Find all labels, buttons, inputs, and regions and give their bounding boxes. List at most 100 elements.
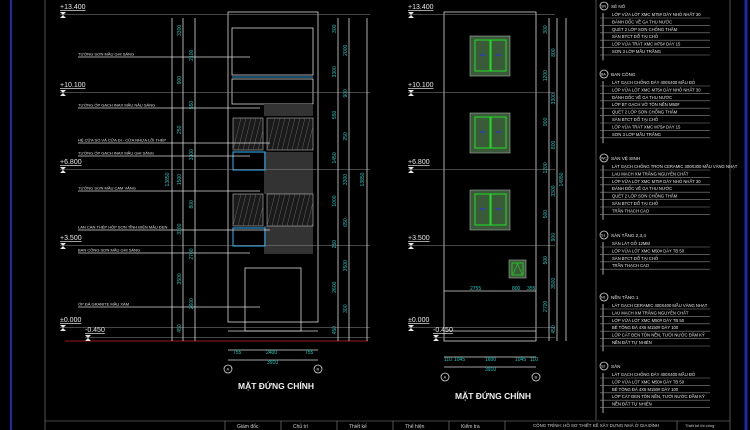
note-item: SÀN BTCT ĐỔ TẠI CHỖ [612,34,659,39]
dim-vertical: 1450 [332,152,338,163]
dim-vertical: 1000 [332,195,338,206]
dim-vertical: 1500 [177,174,183,185]
dim-vertical: 1200 [543,162,549,173]
level-mark: +13.400 [60,4,86,11]
title-block-cell: Kiểm tra [461,423,480,430]
dim-vertical: 500 [543,210,549,219]
level-mark: +6.800 [408,159,430,166]
dim-vertical: 3300 [332,66,338,77]
dim-inner: 355 [527,286,536,292]
dim-vertical: 650 [343,218,349,227]
note-item: LỚP CÁT ĐEN TÔN NỀN, TƯỚI NƯỚC ĐẦM KỸ [612,333,705,338]
dim-inner: 2755 [470,286,481,292]
note-item: LỚP VỮA LÓT XMC M50# DÀY TB 50 [612,248,685,253]
note-item: LÁT GẠCH CHỐNG TRƠN CERAMIC 300X300 MẦU … [612,164,738,169]
dim-vertical: 250 [332,240,338,249]
dim-vertical: 2700 [543,301,549,312]
note-title: SÊ NÔ [611,2,626,9]
axis-label: A [444,375,447,380]
dim-vertical: 900 [177,76,183,85]
dim-vertical: 1200 [543,70,549,81]
dim-vertical: 250 [177,125,183,134]
dim-vertical: 3500 [177,273,183,284]
title-block-cell: Chủ trì [293,423,309,430]
balcony-railing [232,227,266,247]
dim-vertical: 3300 [177,25,183,36]
project-name: CÔNG TRÌNH: HỒ SƠ THIẾT KẾ XÂY DỰNG NHÀ … [533,423,659,428]
note-item: LÁT GẠCH CHỐNG ĐÁY 400X400 MẦU ĐỎ [612,372,696,377]
dim-vertical: 800 [189,200,195,209]
note-item: BÊ TÔNG ĐÁ 4X6 M150# DÀY 100 [612,387,679,392]
dim-vertical: 3300 [177,223,183,234]
dim-vertical: 2700 [189,248,195,259]
note-item: TRẦN THẠCH CAO [612,208,650,213]
dim-vertical: 450 [177,324,183,333]
note-code: SN [601,5,606,9]
dim-bottom: 1045 [515,357,526,363]
dim-bottom: 110 [530,357,538,363]
dim-vertical: 3500 [551,278,557,289]
callout-label: TƯỜNG ỐP GẠCH INAX MẦU NÂU SÁNG [78,103,155,108]
callout-label: HỆ CỬA SỔ VÀ CỬA ĐI - CỬA NHỰA LÕI THÉP [78,138,166,143]
level-mark: +6.800 [60,159,82,166]
note-item: ĐÁNH DỐC VỀ GA THU NƯỚC [612,95,672,100]
dim-total: 13850 [360,172,366,186]
dim-vertical: 800 [551,48,557,57]
note-title: NỀN TẦNG 1 [611,294,639,300]
note-item: LỚP BT GẠCH VỠ TÔN NỀN M50# [612,102,680,107]
note-item: LÁT GẠCH CHỐNG ĐÁY 400X400 MẦU ĐỎ [612,80,696,85]
dim-vertical: 2600 [189,298,195,309]
note-item: TRẦN THẠCH CAO [612,263,650,268]
note-code-bubble [599,292,609,302]
dim-vertical: 450 [551,325,557,334]
dim-bottom: 1600 [485,357,496,363]
left-elevation: +13.400+10.100+6.800+3.500±0.000-0.450 T… [60,4,370,391]
callout-label: LAN CAN THÉP HỘP SƠN TĨNH ĐIỆN MẦU ĐEN [78,225,167,230]
note-code-bubble [599,230,609,240]
axis-label: B [535,375,538,380]
note-item: LỚP VỮA LÓT XMC M50# DÀY TB 50 [612,318,685,323]
title-block-cell: Thiết kế [349,424,367,430]
callout-label: TƯỜNG SƠN MẦU CAM VÀNG [78,186,136,191]
dim-bottom: 1045 [454,357,465,363]
dim-total: 3910 [485,367,496,373]
callout-label: ỐP ĐÁ GRANITE MẦU XÁM [78,302,129,307]
level-mark: +13.400 [408,4,434,11]
note-item: NỀN ĐẤT TỰ NHIÊN [612,402,652,407]
left-elevation-title: MẶT ĐỨNG CHÍNH [238,380,314,391]
level-mark: +3.500 [408,235,430,242]
right-elevation-title: MẶT ĐỨNG CHÍNH [455,390,531,401]
note-item: LỚP VỮA LÓT XMC M75# DÀY NHỎ NHẤT 30 [612,179,701,184]
level-mark: -0.450 [433,327,453,334]
dim-vertical: 450 [332,326,338,335]
right-elevation: 2755 800 355 +13.400+10.100+6.800+3.500±… [332,4,567,401]
dim-vertical: 3500 [343,260,349,271]
level-mark: +3.500 [60,235,82,242]
note-title: BAN CÔNG [611,71,636,77]
material-notes: SN SÊ NÔ LỚP VỮA LÓT XMC M75# DÀY NHỎ NHẤT… [599,1,738,413]
callout-label: TƯỜNG SƠN MẦU GHI SÁNG [78,52,134,57]
title-block-cell: Thể hiện [405,423,425,430]
window [232,193,264,227]
note-code-bubble [599,69,609,79]
window [232,117,264,151]
window [266,193,314,227]
note-item: SƠN 3 LỚP MẦU TRẮNG [612,132,661,137]
note-item: SÀN BTCT ĐỔ TẠI CHỖ [612,201,659,206]
dim-total: 3910 [267,360,278,366]
note-code: BA [601,73,606,77]
note-item: QUÉT 2 LỚP SƠN CHỐNG THẤM [612,110,678,115]
dim-vertical: 3300 [551,93,557,104]
note-item: SƠN 3 LỚP MẦU TRẮNG [612,49,661,54]
balcony-railing [232,151,266,171]
dim-vertical: 300 [543,25,549,34]
note-item: LỚP VỮA LÓT XMC M75# DÀY NHỎ NHẤT 30 [612,87,701,92]
dim-vertical: 2000 [343,45,349,56]
note-code: S1 [601,234,605,238]
dim-vertical: 2600 [332,281,338,292]
note-item: SÀN BTCT ĐỔ TẠI CHỖ [612,256,659,261]
note-code-bubble [599,361,609,371]
dim-total: 13850 [165,172,171,186]
note-item: LỚP VỮA TRÁT XMC M75# DÀY 15 [612,124,681,129]
